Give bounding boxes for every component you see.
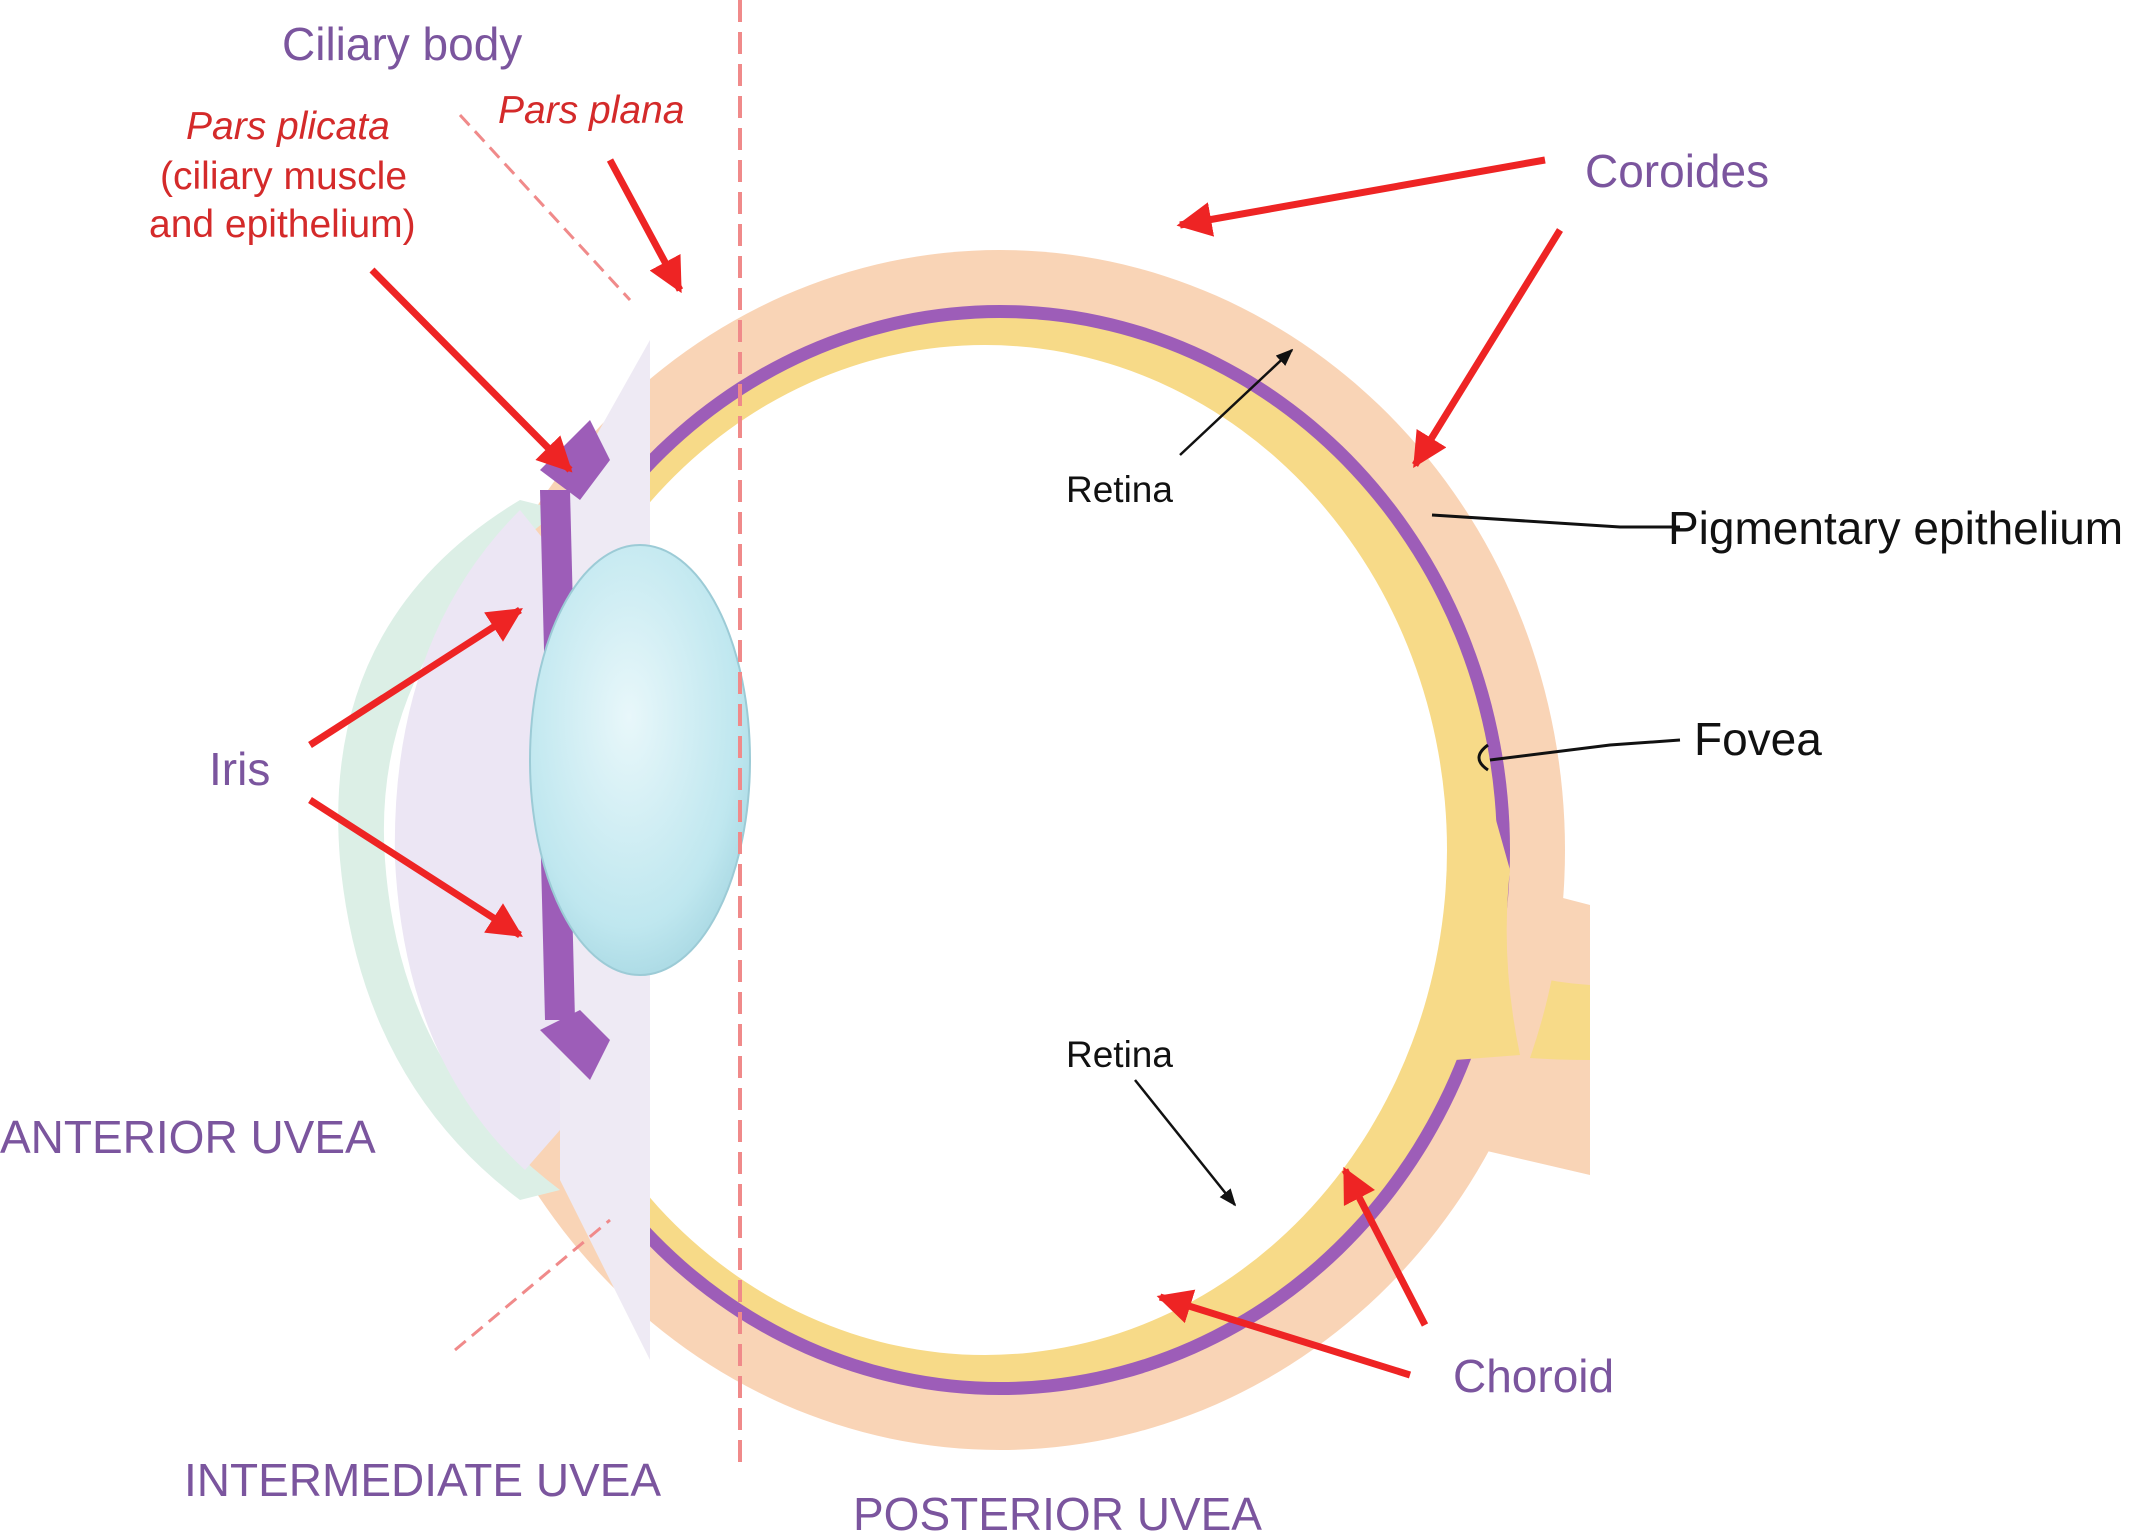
ciliary-boundary-dashed-lower	[454, 1218, 611, 1352]
arrow-choroid-bottom	[1156, 1289, 1412, 1379]
label-posterior-uvea: POSTERIOR UVEA	[853, 1488, 1262, 1540]
vitreous-body	[523, 345, 1447, 1355]
label-fovea: Fovea	[1694, 713, 1822, 765]
arrow-pars-plana	[606, 158, 684, 294]
label-pigmentary-epithelium: Pigmentary epithelium	[1668, 502, 2123, 554]
arrow-choroid-side	[1341, 1166, 1429, 1327]
arrow-iris-upper	[308, 607, 523, 748]
arrow-retina-upper	[1179, 348, 1294, 456]
arrow-retina-lower	[1134, 1079, 1237, 1207]
label-iris: Iris	[209, 743, 270, 795]
anterior-chamber	[394, 510, 560, 1170]
ciliary-process-upper	[540, 420, 610, 500]
label-choroid: Choroid	[1453, 1350, 1614, 1402]
label-pars-plicata: Pars plicata	[186, 105, 390, 148]
cornea	[338, 500, 560, 1200]
ciliary-process-lower	[540, 1010, 610, 1080]
label-ciliary-muscle-line1: (ciliary muscle	[160, 155, 407, 198]
arrow-coroides-side	[1412, 228, 1563, 468]
label-ciliary-muscle-line2: and epithelium)	[149, 203, 416, 246]
arrow-iris-lower	[308, 797, 523, 938]
arrow-pars-plicata	[369, 267, 573, 473]
leader-fovea	[1489, 738, 1681, 762]
ciliary-boundary-dashed-upper	[458, 113, 632, 302]
label-retina-lower: Retina	[1066, 1034, 1173, 1075]
label-ciliary-body: Ciliary body	[282, 18, 522, 70]
optic-disc	[1448, 770, 1520, 1060]
label-intermediate-uvea: INTERMEDIATE UVEA	[184, 1454, 661, 1506]
label-retina-upper: Retina	[1066, 469, 1173, 510]
fovea-notch	[1477, 743, 1489, 772]
label-coroides: Coroides	[1585, 145, 1769, 197]
lens	[529, 544, 751, 976]
label-pars-plana: Pars plana	[498, 89, 684, 132]
label-anterior-uvea: ANTERIOR UVEA	[0, 1111, 376, 1163]
leader-pigmentary-epithelium	[1431, 513, 1680, 529]
arrow-coroides-top	[1176, 156, 1546, 237]
